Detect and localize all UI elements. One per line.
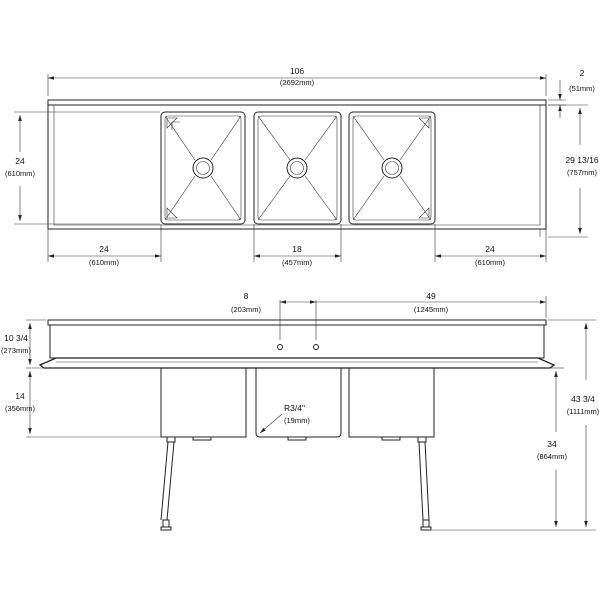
bowl-front-back-metric: (610mm) xyxy=(5,169,36,178)
drainboard-edge xyxy=(38,357,556,369)
overall-depth-imperial: 29 13/16 xyxy=(565,155,598,165)
backsplash-top xyxy=(47,99,547,106)
bowl-width-metric: (457mm) xyxy=(282,258,313,267)
bowl-depth-imperial: 14 xyxy=(15,391,25,401)
corner-radius-metric: (19mm) xyxy=(284,416,310,425)
faucet-spacing-imperial: 8 xyxy=(244,291,249,301)
top-rim xyxy=(47,319,547,326)
bowl-width-imperial: 18 xyxy=(292,244,302,254)
bowl-depth-metric: (356mm) xyxy=(5,404,36,413)
overall-height-metric: (1111mm) xyxy=(567,407,600,416)
overall-depth-metric: (757mm) xyxy=(567,168,598,177)
bowl-3-front xyxy=(348,368,435,438)
leg-right xyxy=(417,436,432,531)
right-drainboard-metric: (610mm) xyxy=(475,258,506,267)
corner-radius-imperial: R3/4" xyxy=(284,403,305,413)
bowl-1-front xyxy=(160,368,247,438)
overall-length-imperial: 106 xyxy=(290,66,304,76)
plan-view: 106 (2692mm) 2 (51mm) 29 13/16 (757mm) 2… xyxy=(5,66,599,267)
leg-left xyxy=(160,436,176,531)
left-drainboard-imperial: 24 xyxy=(99,244,109,254)
bowl-2-plan xyxy=(253,111,342,225)
overall-height-imperial: 43 3/4 xyxy=(571,394,595,404)
deck-inner-edge xyxy=(53,105,541,226)
left-drainboard-metric: (610mm) xyxy=(89,258,120,267)
front-view: 8 (203mm) 49 (1245mm) 10 3/4 (273mm) 14 … xyxy=(1,291,600,531)
backsplash-imperial: 2 xyxy=(580,68,585,78)
backsplash-metric: (51mm) xyxy=(569,84,595,93)
faucet-to-end-metric: (1245mm) xyxy=(414,305,449,314)
faucet-spacing-metric: (203mm) xyxy=(231,305,262,314)
bowl-1-plan xyxy=(160,111,246,225)
splash-height-metric: (273mm) xyxy=(1,346,32,355)
right-drainboard-imperial: 24 xyxy=(485,244,495,254)
bowl-3-plan xyxy=(348,111,436,225)
overall-length-metric: (2692mm) xyxy=(280,78,315,87)
faucet-hole-right xyxy=(313,344,319,350)
bowl-front-back-imperial: 24 xyxy=(15,156,25,166)
work-height-metric: (864mm) xyxy=(537,452,568,461)
work-height-imperial: 34 xyxy=(547,439,557,449)
backsplash-front xyxy=(49,325,545,359)
deck-outline xyxy=(47,105,547,230)
splash-height-imperial: 10 3/4 xyxy=(4,333,28,343)
faucet-to-end-imperial: 49 xyxy=(426,291,436,301)
faucet-hole-left xyxy=(277,344,283,350)
